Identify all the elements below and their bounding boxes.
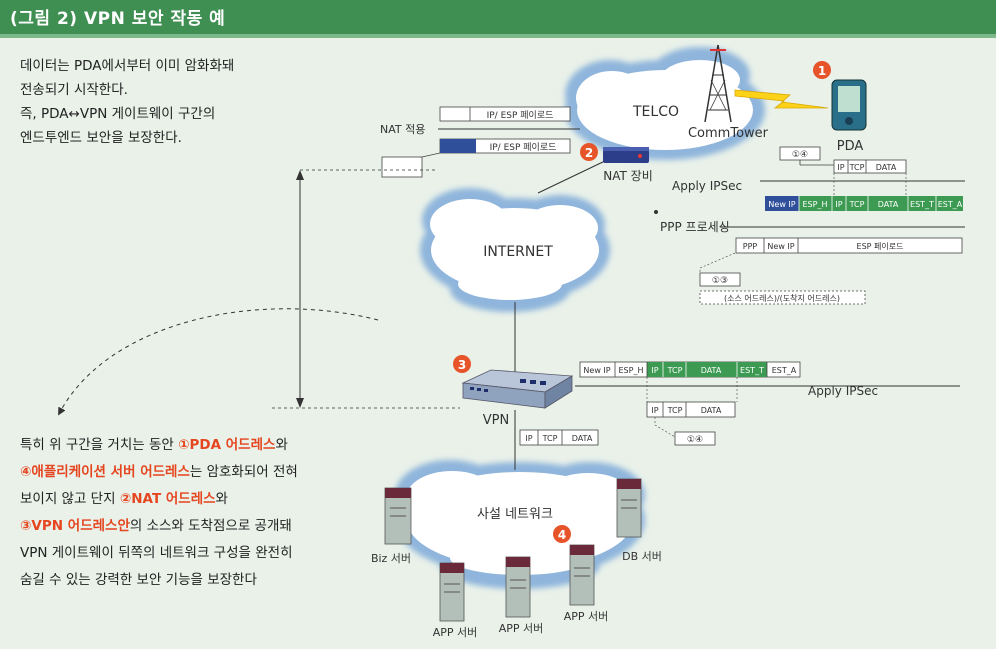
intro-paragraph: 데이터는 PDA에서부터 이미 암화화돼 전송되기 시작한다. 즉, PDA↔V… bbox=[20, 54, 234, 150]
svg-text:New IP: New IP bbox=[767, 242, 794, 251]
internet-cloud: INTERNET bbox=[420, 188, 610, 312]
bottom-line-5: VPN 게이트웨이 뒤쪽의 네트워크 구성을 완전히 bbox=[20, 545, 293, 561]
svg-text:TCP: TCP bbox=[849, 200, 865, 209]
svg-text:PPP: PPP bbox=[743, 242, 758, 251]
marker-2: 2 bbox=[580, 143, 598, 161]
pda-address-highlight: ①PDA 어드레스 bbox=[178, 437, 276, 453]
svg-text:DATA: DATA bbox=[876, 163, 897, 172]
intro-line-2: 전송되기 시작한다. bbox=[20, 82, 128, 98]
private-network-label: 사설 네트워크 bbox=[477, 507, 553, 522]
vpn-label: VPN bbox=[483, 413, 509, 428]
svg-text:New IP: New IP bbox=[768, 200, 795, 209]
intro-line-3: 즉, PDA↔VPN 게이트웨이 구간의 bbox=[20, 106, 216, 122]
svg-text:TCP: TCP bbox=[542, 434, 558, 443]
apply-ipsec-label-bottom: Apply IPSec bbox=[808, 384, 878, 398]
svg-text:EST_T: EST_T bbox=[910, 200, 934, 209]
vpn-device-icon bbox=[461, 369, 574, 409]
svg-text:①④: ①④ bbox=[687, 435, 703, 445]
bottom-line-1: 특히 위 구간을 거치는 동안 ①PDA 어드레스와 bbox=[20, 437, 288, 453]
intro-line-4: 엔드투엔드 보안을 보장한다. bbox=[20, 130, 182, 146]
vpn-packets: New IP ESP_H IP TCP DATA EST_T EST_A App… bbox=[519, 361, 960, 446]
app-server-3-label: APP 서버 bbox=[564, 610, 609, 623]
private-network-cloud: 사설 네트워크 bbox=[395, 460, 645, 589]
app-server-1-label: APP 서버 bbox=[433, 626, 478, 639]
svg-text:EST_T: EST_T bbox=[740, 366, 764, 375]
svg-text:①④: ①④ bbox=[792, 150, 808, 160]
comm-tower-label: CommTower bbox=[688, 126, 769, 141]
nat-apply-label: NAT 적용 bbox=[380, 123, 425, 136]
svg-text:DATA: DATA bbox=[701, 406, 722, 415]
figure-title: (그림 2) VPN 보안 작동 예 bbox=[10, 9, 226, 29]
svg-text:2: 2 bbox=[585, 146, 593, 160]
nat-address-highlight: ②NAT 어드레스 bbox=[119, 491, 216, 507]
svg-text:IP/ ESP 페이로드: IP/ ESP 페이로드 bbox=[487, 110, 554, 121]
bottom-line-6: 숨길 수 있는 강력한 보안 기능을 보장한다 bbox=[20, 572, 257, 588]
svg-text:IP: IP bbox=[837, 163, 844, 172]
marker-4: 4 bbox=[553, 525, 571, 543]
svg-text:IP: IP bbox=[835, 200, 842, 209]
svg-text:1: 1 bbox=[818, 64, 826, 78]
bottom-line-2: ④애플리케이션 서버 어드레스는 암호화되어 전혀 bbox=[20, 464, 298, 480]
svg-text:ESP_H: ESP_H bbox=[803, 200, 828, 209]
db-server-label: DB 서버 bbox=[622, 550, 662, 563]
svg-text:TCP: TCP bbox=[849, 163, 865, 172]
telco-label: TELCO bbox=[632, 104, 679, 120]
svg-text:IP: IP bbox=[651, 366, 658, 375]
svg-text:IP: IP bbox=[651, 406, 658, 415]
svg-text:4: 4 bbox=[558, 528, 566, 542]
svg-text:EST_A: EST_A bbox=[772, 366, 797, 375]
db-server-icon bbox=[616, 478, 642, 538]
svg-text:ESP 페이로드: ESP 페이로드 bbox=[857, 241, 904, 251]
svg-text:DATA: DATA bbox=[572, 434, 593, 443]
comm-tower-icon bbox=[704, 44, 732, 123]
svg-text:EST_A: EST_A bbox=[938, 200, 963, 209]
secure-segment-indicator bbox=[272, 169, 460, 409]
explanation-arrow bbox=[58, 308, 379, 416]
app-server-2-label: APP 서버 bbox=[499, 622, 544, 635]
bottom-paragraph: 특히 위 구간을 거치는 동안 ①PDA 어드레스와 ④애플리케이션 서버 어드… bbox=[20, 432, 298, 594]
app-server-2-icon bbox=[505, 556, 531, 618]
telco-cloud: TELCO bbox=[565, 47, 765, 160]
svg-text:DATA: DATA bbox=[878, 200, 899, 209]
biz-server-icon bbox=[384, 487, 412, 545]
biz-server-label: Biz 서버 bbox=[371, 552, 411, 565]
svg-text:TCP: TCP bbox=[667, 366, 683, 375]
app-server-3-icon bbox=[569, 544, 595, 606]
svg-text:New IP: New IP bbox=[583, 366, 610, 375]
svg-text:ESP_H: ESP_H bbox=[619, 366, 644, 375]
svg-text:TCP: TCP bbox=[667, 406, 683, 415]
wireless-bolt-icon bbox=[734, 89, 829, 109]
bottom-line-4: ③VPN 어드레스안의 소스와 도착점으로 공개돼 bbox=[20, 518, 292, 534]
marker-1: 1 bbox=[813, 61, 831, 79]
bottom-line-3: 보이지 않고 단지 ②NAT 어드레스와 bbox=[20, 491, 228, 507]
vpn-address-highlight: ③VPN 어드레스안 bbox=[20, 518, 130, 534]
figure-header: (그림 2) VPN 보안 작동 예 bbox=[0, 0, 996, 38]
nat-to-internet-link bbox=[537, 159, 608, 194]
intro-line-1: 데이터는 PDA에서부터 이미 암화화돼 bbox=[20, 58, 235, 74]
header-underline bbox=[0, 34, 996, 38]
nat-packets: IP/ ESP 페이로드 NAT 적용 IP/ ESP 페이로드 bbox=[380, 106, 580, 178]
pda-packets: ①④ IP TCP DATA Apply IPSec New IP ESP_H … bbox=[654, 146, 965, 305]
marker-3: 3 bbox=[453, 355, 471, 373]
svg-text:3: 3 bbox=[458, 358, 466, 372]
svg-text:IP: IP bbox=[525, 434, 532, 443]
app-server-address-highlight: ④애플리케이션 서버 어드레스 bbox=[20, 464, 190, 480]
nat-device-label: NAT 장비 bbox=[603, 169, 652, 183]
apply-ipsec-label-top: Apply IPSec bbox=[672, 179, 742, 193]
src-dst-address-label: (소스 어드레스)/(도착지 어드레스) bbox=[724, 293, 840, 303]
svg-text:IP/ ESP 페이로드: IP/ ESP 페이로드 bbox=[490, 142, 557, 153]
internet-label: INTERNET bbox=[483, 244, 553, 260]
app-server-1-icon bbox=[439, 562, 465, 622]
svg-text:①③: ①③ bbox=[712, 276, 728, 286]
pda-label: PDA bbox=[837, 139, 864, 154]
nat-device-icon bbox=[603, 147, 649, 163]
ppp-processing-label: PPP 프로세싱 bbox=[660, 220, 730, 234]
svg-text:DATA: DATA bbox=[701, 366, 722, 375]
pda-icon bbox=[831, 79, 867, 131]
